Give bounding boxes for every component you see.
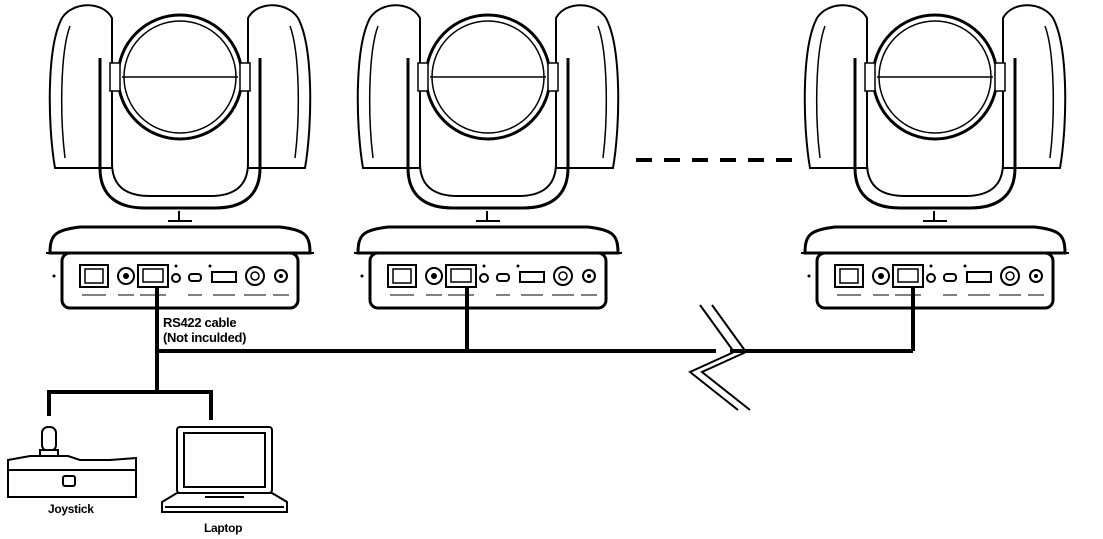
cable-label-line1: RS422 cable [163, 315, 236, 330]
camera-3 [799, 3, 1071, 310]
laptop-label: Laptop [204, 521, 242, 535]
cable-break-icon [688, 304, 751, 411]
laptop-icon [161, 426, 288, 513]
camera-1 [44, 3, 316, 310]
rs422-cable [47, 286, 915, 420]
camera-2 [352, 3, 624, 310]
joystick-label: Joystick [48, 502, 94, 516]
joystick-controller-icon [7, 426, 137, 498]
cable-label-line2: (Not inculded) [163, 330, 246, 345]
